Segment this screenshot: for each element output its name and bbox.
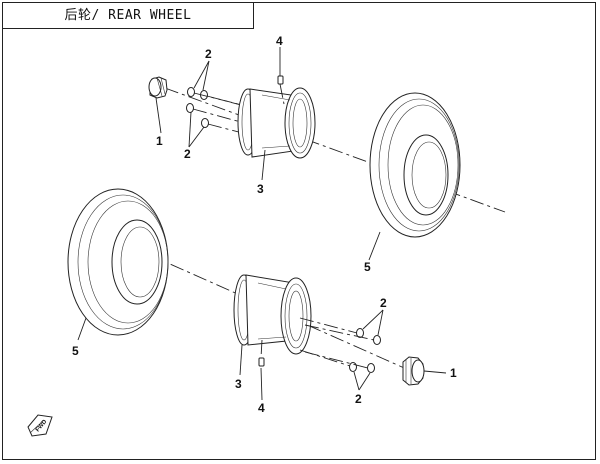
upper-tire (369, 92, 461, 238)
leader-upper-stud-a (193, 60, 210, 89)
callout-lower-nut: 1 (450, 366, 457, 380)
lower-studs (299, 317, 381, 373)
leader-lower-stud-c (353, 371, 360, 391)
upper-rim (237, 87, 316, 159)
upper-valve (277, 75, 285, 105)
leader-upper-nut (155, 97, 162, 134)
callout-upper-rim: 3 (257, 182, 264, 196)
lower-rim (233, 274, 312, 355)
fwd-direction-marker: FWD (27, 414, 53, 437)
callout-upper-stud-top: 2 (205, 47, 212, 61)
lower-tire (67, 188, 169, 336)
diagram-frame (2, 2, 596, 460)
callout-upper-nut: 1 (156, 134, 163, 148)
callout-lower-stud-top: 2 (380, 296, 387, 310)
upper-wheel-nut (148, 76, 168, 99)
leader-lower-stud-b (377, 309, 384, 336)
callout-lower-tire: 5 (72, 344, 79, 358)
callout-upper-tire: 5 (364, 260, 371, 274)
leader-upper-rim (261, 149, 266, 181)
leader-upper-stud-b (202, 60, 210, 91)
callout-upper-stud-bottom: 2 (184, 147, 191, 161)
leader-upper-stud-d (188, 126, 205, 148)
callout-lower-stud-bottom: 2 (355, 392, 362, 406)
leader-lower-rim (239, 344, 243, 376)
upper-studs (186, 87, 263, 139)
callout-lower-valve: 4 (258, 401, 265, 415)
leader-lower-stud-d (358, 372, 371, 391)
leader-upper-stud-c (188, 111, 192, 148)
leader-lower-nut (423, 370, 447, 374)
title-box: 后轮/ REAR WHEEL (2, 2, 254, 29)
leader-lower-tire (77, 317, 87, 341)
callout-upper-valve: 4 (276, 34, 283, 48)
leader-upper-tire (368, 231, 381, 261)
leader-lower-stud-a (362, 309, 384, 330)
callout-lower-rim: 3 (235, 377, 242, 391)
diagram-title: 后轮/ REAR WHEEL (64, 8, 192, 23)
lower-valve (258, 339, 265, 367)
lower-wheel-nut (402, 356, 425, 386)
leader-lower-valve (260, 367, 263, 401)
